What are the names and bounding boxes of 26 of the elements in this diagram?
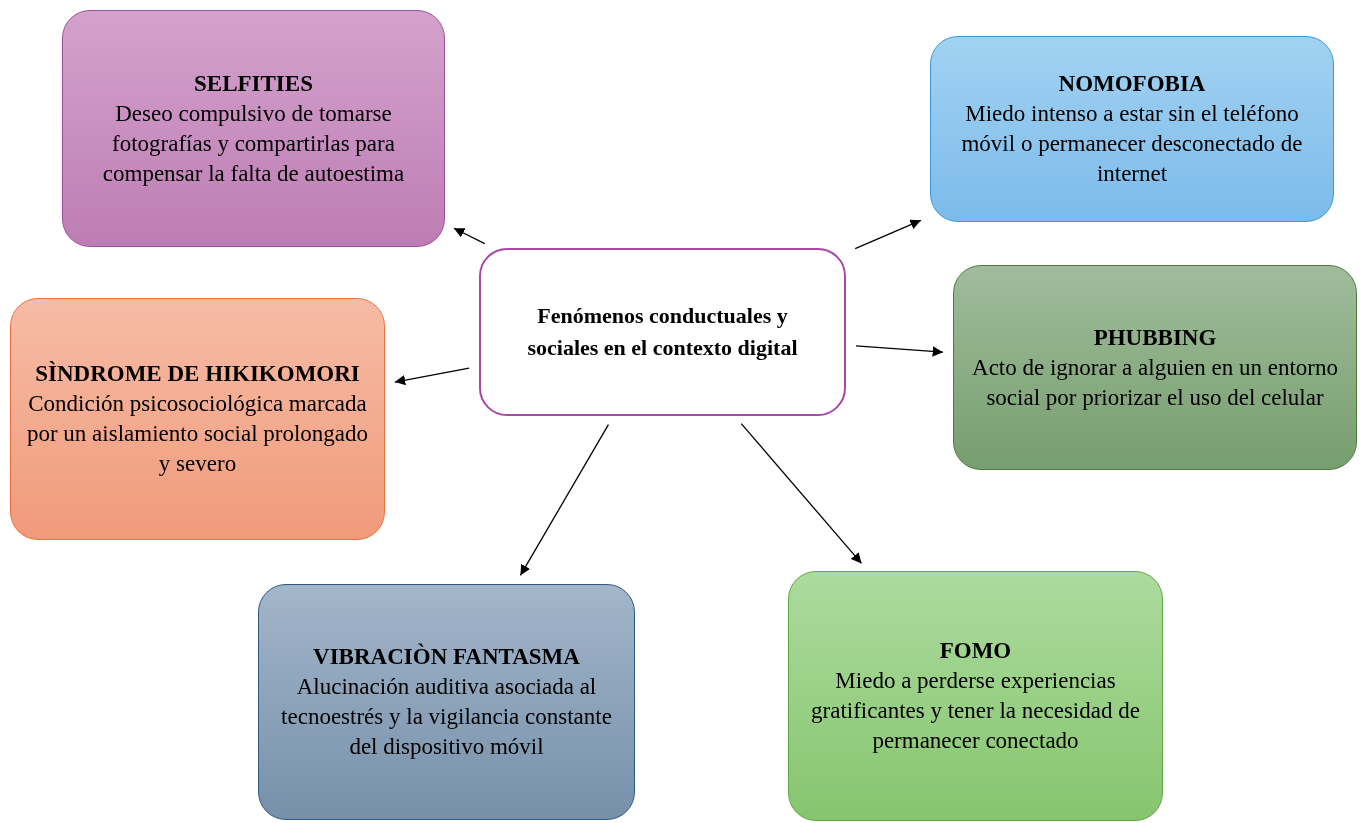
arrow [394, 367, 470, 386]
concept-title: SELFITIES [194, 69, 313, 98]
concept-description: Acto de ignorar a alguien en un entorno social por priorizar el uso del celular [971, 353, 1339, 412]
concept-title: VIBRACIÒN FANTASMA [313, 642, 580, 671]
concept-box [62, 10, 445, 247]
concept-description: Deseo compulsivo de tomarse fotografías y compartirlas para compensar la falta de autoestima [101, 99, 406, 188]
concept-title: NOMOFOBIA [1058, 70, 1206, 98]
concept-description: Miedo a perderse experiencias gratificantes y tener la necesidad de permanecer conectado [810, 667, 1141, 755]
concept-description: Alucinación auditiva asociada al tecnoestrés y la vigilancia constante del dispositivo móvil [280, 673, 613, 761]
arrow [740, 422, 863, 565]
topic-title: Fenómenos conductuales y sociales en el contexto digital [526, 302, 799, 362]
concept-description: Condición psicosociológica marcada por un aislamiento social prolongado y severo [25, 390, 370, 478]
concept-box [10, 298, 385, 540]
arrow [855, 345, 944, 357]
arrow [854, 219, 922, 250]
concept-title: PHUBBING [1093, 323, 1217, 352]
arrow [519, 424, 610, 576]
concept-box [930, 36, 1334, 222]
central-topic-box [479, 248, 846, 416]
concept-box [953, 265, 1357, 470]
arrow [453, 227, 486, 245]
concept-title: FOMO [939, 637, 1012, 665]
concept-description: Miedo intenso a estar sin el teléfono móvil o permanecer desconectado de internet [960, 100, 1304, 188]
concept-box [788, 571, 1163, 821]
concept-box [258, 584, 635, 820]
concept-title: SÌNDROME DE HIKIKOMORI [35, 360, 360, 388]
